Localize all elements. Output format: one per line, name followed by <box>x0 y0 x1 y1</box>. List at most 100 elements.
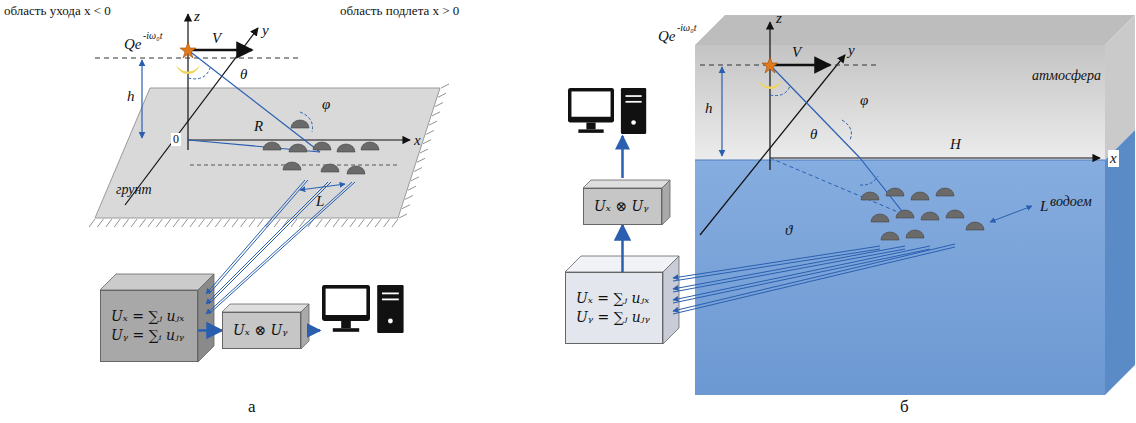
rays <box>188 140 320 152</box>
rays <box>188 50 320 152</box>
formula-text: Uₓ = ∑ⱼ uⱼₓ <box>111 307 187 326</box>
rays <box>842 120 851 140</box>
ground-hatching <box>411 177 419 181</box>
rays <box>860 176 878 185</box>
ground-hatching <box>89 84 449 227</box>
buried-objects <box>263 142 281 150</box>
volume-block <box>1105 130 1135 395</box>
computer-icon <box>322 285 404 333</box>
axis-symbol: V <box>792 44 801 61</box>
ground-hatching <box>417 158 425 162</box>
ground-hatching <box>414 168 422 172</box>
underwater-objects <box>921 212 939 220</box>
signal-lines <box>673 244 955 311</box>
axis-symbol: x <box>1108 150 1119 167</box>
ground-hatching <box>291 219 297 227</box>
axis-symbol: x <box>414 132 421 149</box>
ground-hatching <box>224 219 230 227</box>
axis-symbol: H <box>950 136 961 153</box>
underwater-objects <box>946 210 964 218</box>
ground-hatching <box>435 103 443 107</box>
ground-hatching <box>432 112 440 116</box>
ground-hatching <box>350 219 356 227</box>
ground-plane <box>95 88 440 218</box>
axis-symbol: θ <box>810 126 817 143</box>
underwater-objects <box>871 214 889 222</box>
caption-text: область ухода x < 0 <box>4 4 111 18</box>
velocity-arrow <box>774 65 830 66</box>
volume-block <box>695 45 1105 160</box>
ground-hatching <box>257 219 263 227</box>
axis-symbol: R <box>254 118 263 135</box>
ground-hatching <box>333 219 339 227</box>
axes <box>700 65 880 66</box>
signal-lines <box>673 249 880 281</box>
signal-lines <box>209 182 355 314</box>
underwater-objects <box>966 222 984 230</box>
underwater-objects <box>886 188 904 196</box>
rays <box>770 158 905 215</box>
volume-block <box>695 15 1135 45</box>
ground-hatching <box>173 219 179 227</box>
box-faces <box>100 180 679 362</box>
product-block: Uₓ ⊗ Uᵧ <box>583 188 662 225</box>
formula-text: Uₓ ⊗ Uᵧ <box>594 197 651 216</box>
buried-objects <box>321 164 339 172</box>
ground-hatching <box>325 219 331 227</box>
ground-hatching <box>358 219 364 227</box>
buried-objects <box>263 120 379 174</box>
axis-symbol: φ <box>860 92 868 109</box>
box-faces <box>662 180 670 225</box>
ground-hatching <box>165 219 171 227</box>
rays <box>770 65 860 158</box>
ground-hatching <box>426 130 434 134</box>
caption-text: б <box>900 398 909 417</box>
ground-hatching <box>97 219 103 227</box>
ground-hatching <box>342 219 348 227</box>
underwater-objects <box>861 188 984 240</box>
ground-hatching <box>420 149 428 153</box>
ground-hatching <box>367 219 373 227</box>
axes <box>700 22 1100 235</box>
axis-symbol: -iω₀t <box>677 22 696 33</box>
height-arrow <box>721 67 722 156</box>
underwater-objects <box>936 188 954 196</box>
buried-objects <box>361 142 379 150</box>
signal-lines <box>206 182 328 304</box>
product-block: Uₓ ⊗ Uᵧ <box>222 312 301 349</box>
axis-symbol: Qe <box>658 28 676 45</box>
axis-symbol: y <box>848 42 855 59</box>
ground-hatching <box>89 219 95 227</box>
formula-text: Uₓ ⊗ Uᵧ <box>233 321 290 340</box>
signal-lines <box>673 246 930 300</box>
axis-symbol: y <box>262 22 269 39</box>
rays <box>770 65 1032 222</box>
formula-text: Uₓ = ∑ⱼ uⱼₓ <box>576 289 652 308</box>
signal-lines <box>621 136 624 178</box>
computer-icon <box>568 88 646 134</box>
sound-source <box>176 62 200 74</box>
axes <box>125 28 258 205</box>
signal-lines <box>673 247 955 314</box>
axes <box>187 14 188 150</box>
ground-hatching <box>140 219 146 227</box>
ground-hatching <box>274 219 280 227</box>
velocity-arrow <box>192 49 252 52</box>
velocity-arrow <box>192 50 252 51</box>
signal-arrow <box>198 329 222 332</box>
ground-hatching <box>316 219 322 227</box>
sound-source <box>180 42 196 58</box>
sound-source <box>758 57 782 89</box>
buried-objects <box>347 166 365 174</box>
ground-hatching <box>438 93 446 97</box>
height-arrow <box>722 67 723 156</box>
box-faces <box>583 180 670 188</box>
rays <box>990 206 1032 222</box>
ground-hatching <box>207 219 213 227</box>
buried-objects <box>337 144 355 152</box>
volume-block <box>695 15 1135 395</box>
axis-symbol: водоем <box>1050 194 1092 209</box>
axis-symbol: L <box>316 193 324 210</box>
height-arrow <box>141 60 142 138</box>
axes <box>770 157 1100 158</box>
